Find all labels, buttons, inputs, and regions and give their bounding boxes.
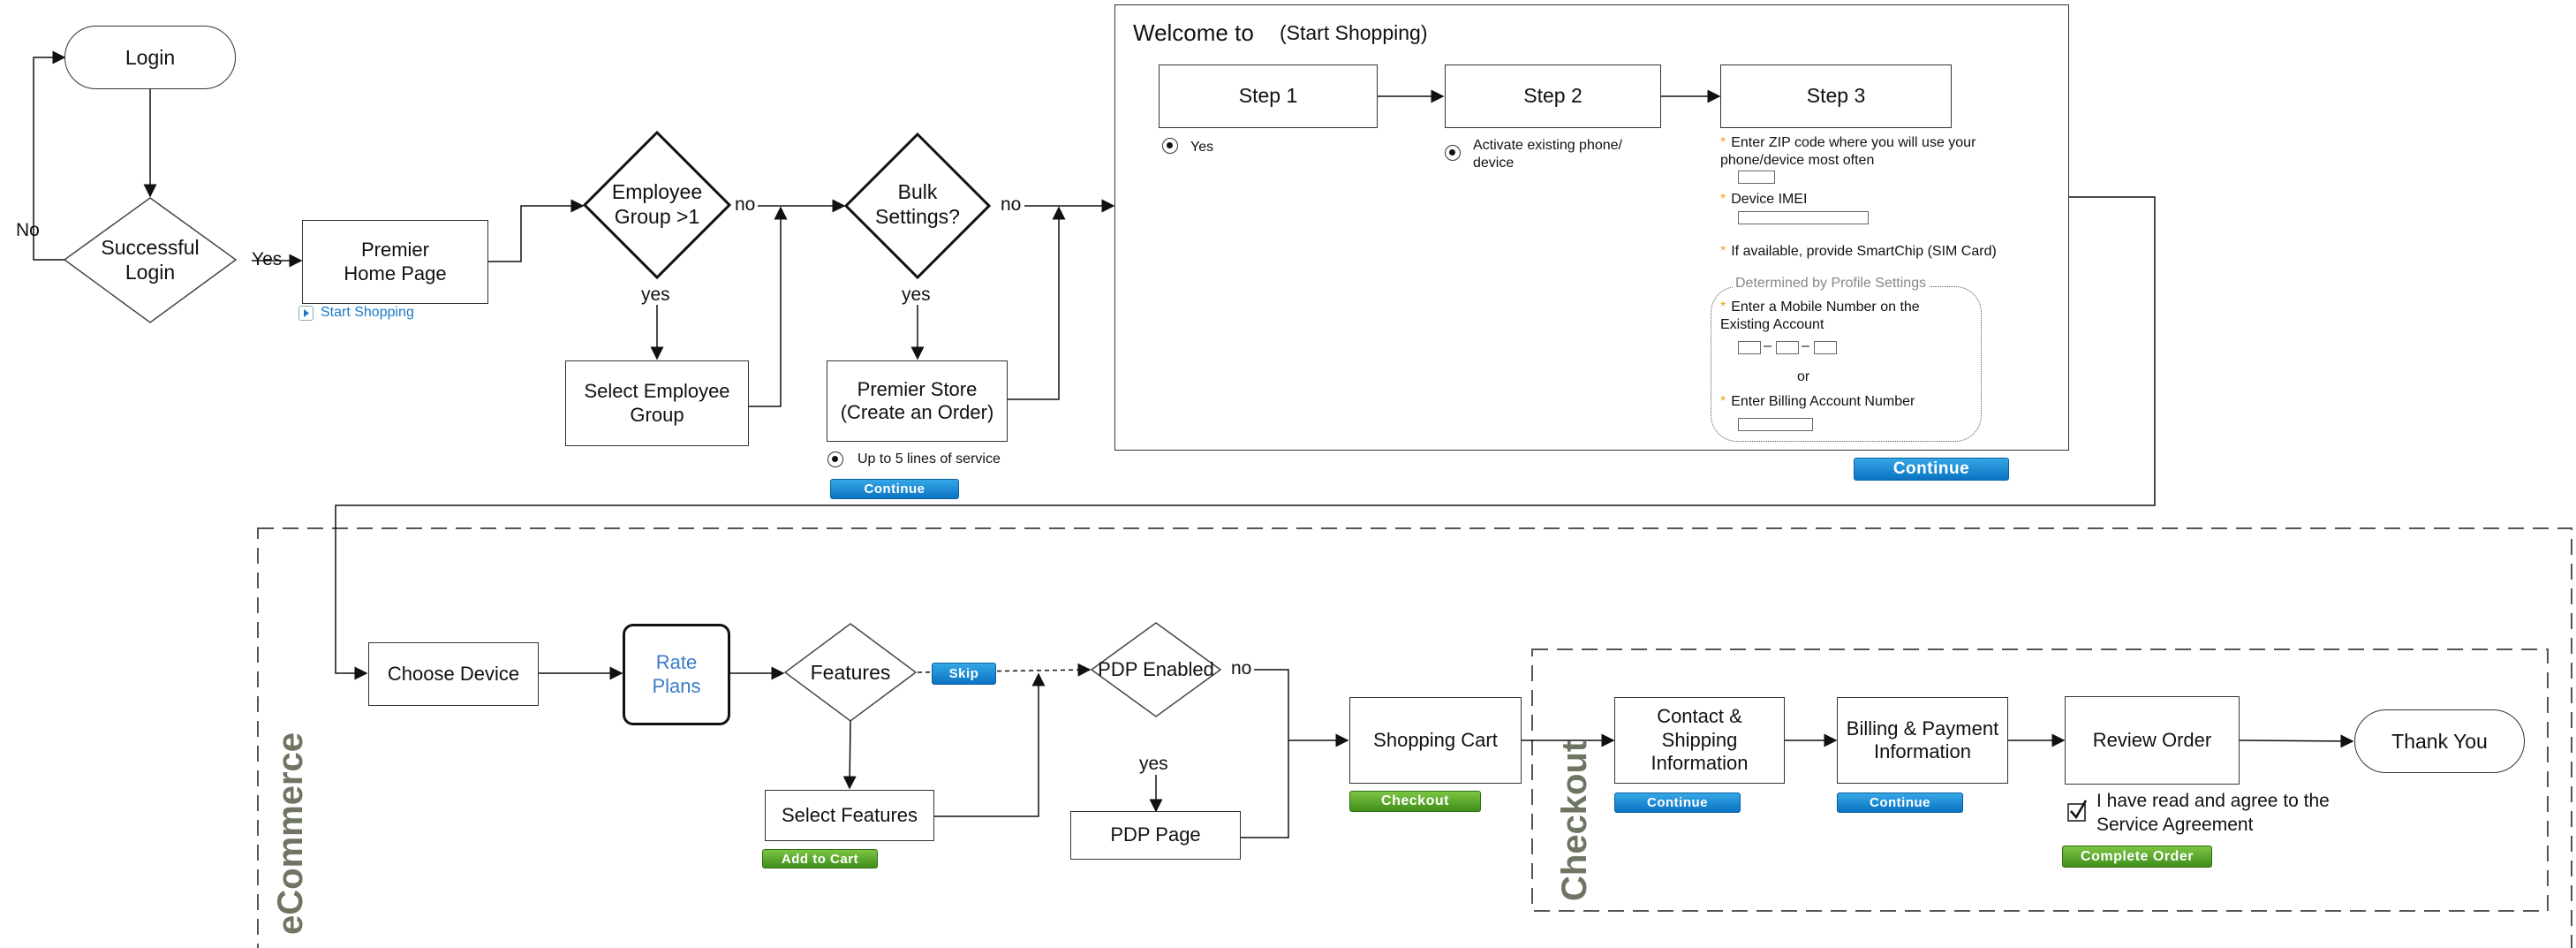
zip-text: Enter ZIP code where you will use your p… [1720, 135, 1976, 168]
checkout-section-label: Checkout [1555, 739, 1594, 901]
step-1-yes-label: Yes [1190, 140, 1214, 155]
checkout-section-frame [1531, 648, 2549, 912]
bulk-settings-diamond [843, 132, 992, 280]
yes-bulk-label: yes [902, 284, 931, 305]
simcard-text: If available, provide SmartChip (SIM Car… [1731, 244, 1997, 259]
ecommerce-section-label: eCommerce [271, 732, 310, 935]
play-icon[interactable] [298, 306, 314, 321]
review-order-label: Review Order [2092, 728, 2212, 751]
no-employee-label: no [735, 194, 756, 215]
thank-you-label: Thank You [2391, 729, 2488, 753]
step-3-label: Step 3 [1806, 84, 1866, 108]
dash-separator-2: – [1802, 338, 1809, 353]
mobile-prefix-input[interactable] [1776, 341, 1799, 354]
yes-edge-label: Yes [252, 249, 283, 269]
yes-employee-label: yes [641, 284, 670, 305]
review-order-node: Review Order [2065, 696, 2240, 785]
no-edge-label: No [16, 220, 40, 240]
mobile-line-input[interactable] [1814, 341, 1837, 354]
mobile-area-input[interactable] [1738, 341, 1761, 354]
dash-separator: – [1764, 338, 1771, 353]
checkout-button[interactable]: Checkout [1349, 791, 1481, 812]
profile-settings-title: Determined by Profile Settings [1733, 276, 1930, 292]
mobile-number-label: *Enter a Mobile Number on the Existing A… [1720, 300, 1920, 332]
select-features-node: Select Features [765, 790, 934, 841]
skip-button[interactable]: Skip [932, 663, 996, 685]
login-label: Login [125, 45, 176, 69]
contact-shipping-label: Contact & Shipping Information [1651, 705, 1749, 775]
successful-login-diamond [63, 197, 238, 323]
ecommerce-section-frame [257, 527, 2572, 948]
simcard-field-label: *If available, provide SmartChip (SIM Ca… [1720, 244, 1997, 259]
step-1-label: Step 1 [1238, 84, 1298, 108]
premier-home-label: Premier Home Page [344, 239, 447, 284]
premier-store-label: Premier Store (Create an Order) [840, 377, 994, 423]
billing-payment-label: Billing & Payment Information [1846, 717, 1999, 762]
no-bulk-label: no [1001, 194, 1022, 215]
premier-home-page-node: Premier Home Page [302, 220, 488, 304]
step-3-box: Step 3 [1720, 64, 1952, 128]
rate-plans-label: Rate Plans [652, 651, 701, 697]
premier-store-node: Premier Store (Create an Order) [827, 360, 1008, 442]
lines-of-service-radio[interactable] [827, 451, 843, 467]
imei-text: Device IMEI [1731, 192, 1808, 207]
or-label: or [1797, 369, 1810, 384]
yes-pdp-label: yes [1139, 754, 1168, 774]
billing-continue-button[interactable]: Continue [1837, 793, 1963, 813]
contact-continue-button[interactable]: Continue [1614, 793, 1741, 813]
agreement-label: I have read and agree to the Service Agr… [2096, 791, 2330, 836]
imei-input[interactable] [1738, 211, 1869, 224]
bulk-settings-label: Bulk Settings? [875, 180, 960, 228]
start-shopping-link[interactable]: Start Shopping [321, 305, 414, 320]
shopping-cart-label: Shopping Cart [1373, 728, 1498, 751]
successful-login-label: Successful Login [101, 236, 200, 284]
welcome-continue-button[interactable]: Continue [1854, 458, 2009, 481]
step-2-box: Step 2 [1445, 64, 1661, 128]
pdp-page-label: PDP Page [1110, 823, 1201, 846]
zip-field-label: *Enter ZIP code where you will use your … [1720, 135, 1976, 168]
welcome-title: Welcome to [1133, 19, 1254, 46]
billing-account-input[interactable] [1738, 418, 1813, 431]
store-continue-button[interactable]: Continue [830, 479, 959, 499]
step-1-box: Step 1 [1159, 64, 1378, 128]
login-node: Login [64, 26, 236, 89]
select-employee-group-label: Select Employee Group [584, 380, 730, 426]
zip-input[interactable] [1738, 171, 1775, 184]
step-2-label: Step 2 [1523, 84, 1583, 108]
imei-field-label: *Device IMEI [1720, 192, 1808, 207]
thank-you-node: Thank You [2354, 709, 2525, 773]
step-2-activate-label: Activate existing phone/ device [1473, 138, 1622, 171]
add-to-cart-button[interactable]: Add to Cart [762, 849, 878, 868]
billing-account-text: Enter Billing Account Number [1731, 394, 1915, 409]
step-1-yes-radio[interactable] [1162, 138, 1178, 154]
lines-of-service-label: Up to 5 lines of service [857, 451, 1001, 466]
billing-payment-node: Billing & Payment Information [1837, 697, 2008, 784]
pdp-enabled-diamond [1090, 622, 1222, 717]
billing-account-label: *Enter Billing Account Number [1720, 394, 1915, 409]
choose-device-label: Choose Device [387, 662, 520, 685]
choose-device-node: Choose Device [368, 642, 539, 706]
employee-group-label: Employee Group >1 [611, 180, 703, 228]
shopping-cart-node: Shopping Cart [1349, 697, 1522, 784]
features-label: Features [810, 661, 891, 685]
select-employee-group-node: Select Employee Group [565, 360, 749, 446]
welcome-panel [1114, 4, 2069, 451]
rate-plans-node: Rate Plans [623, 624, 730, 725]
no-pdp-label: no [1231, 658, 1252, 679]
mobile-number-text: Enter a Mobile Number on the Existing Ac… [1720, 300, 1920, 332]
select-features-label: Select Features [781, 803, 918, 826]
pdp-enabled-label: PDP Enabled [1098, 657, 1214, 680]
welcome-subtitle: (Start Shopping) [1280, 21, 1428, 44]
employee-group-diamond [582, 130, 732, 280]
complete-order-button[interactable]: Complete Order [2062, 846, 2212, 868]
contact-shipping-node: Contact & Shipping Information [1614, 697, 1785, 784]
pdp-page-node: PDP Page [1070, 811, 1241, 860]
step-2-activate-radio[interactable] [1445, 145, 1461, 161]
